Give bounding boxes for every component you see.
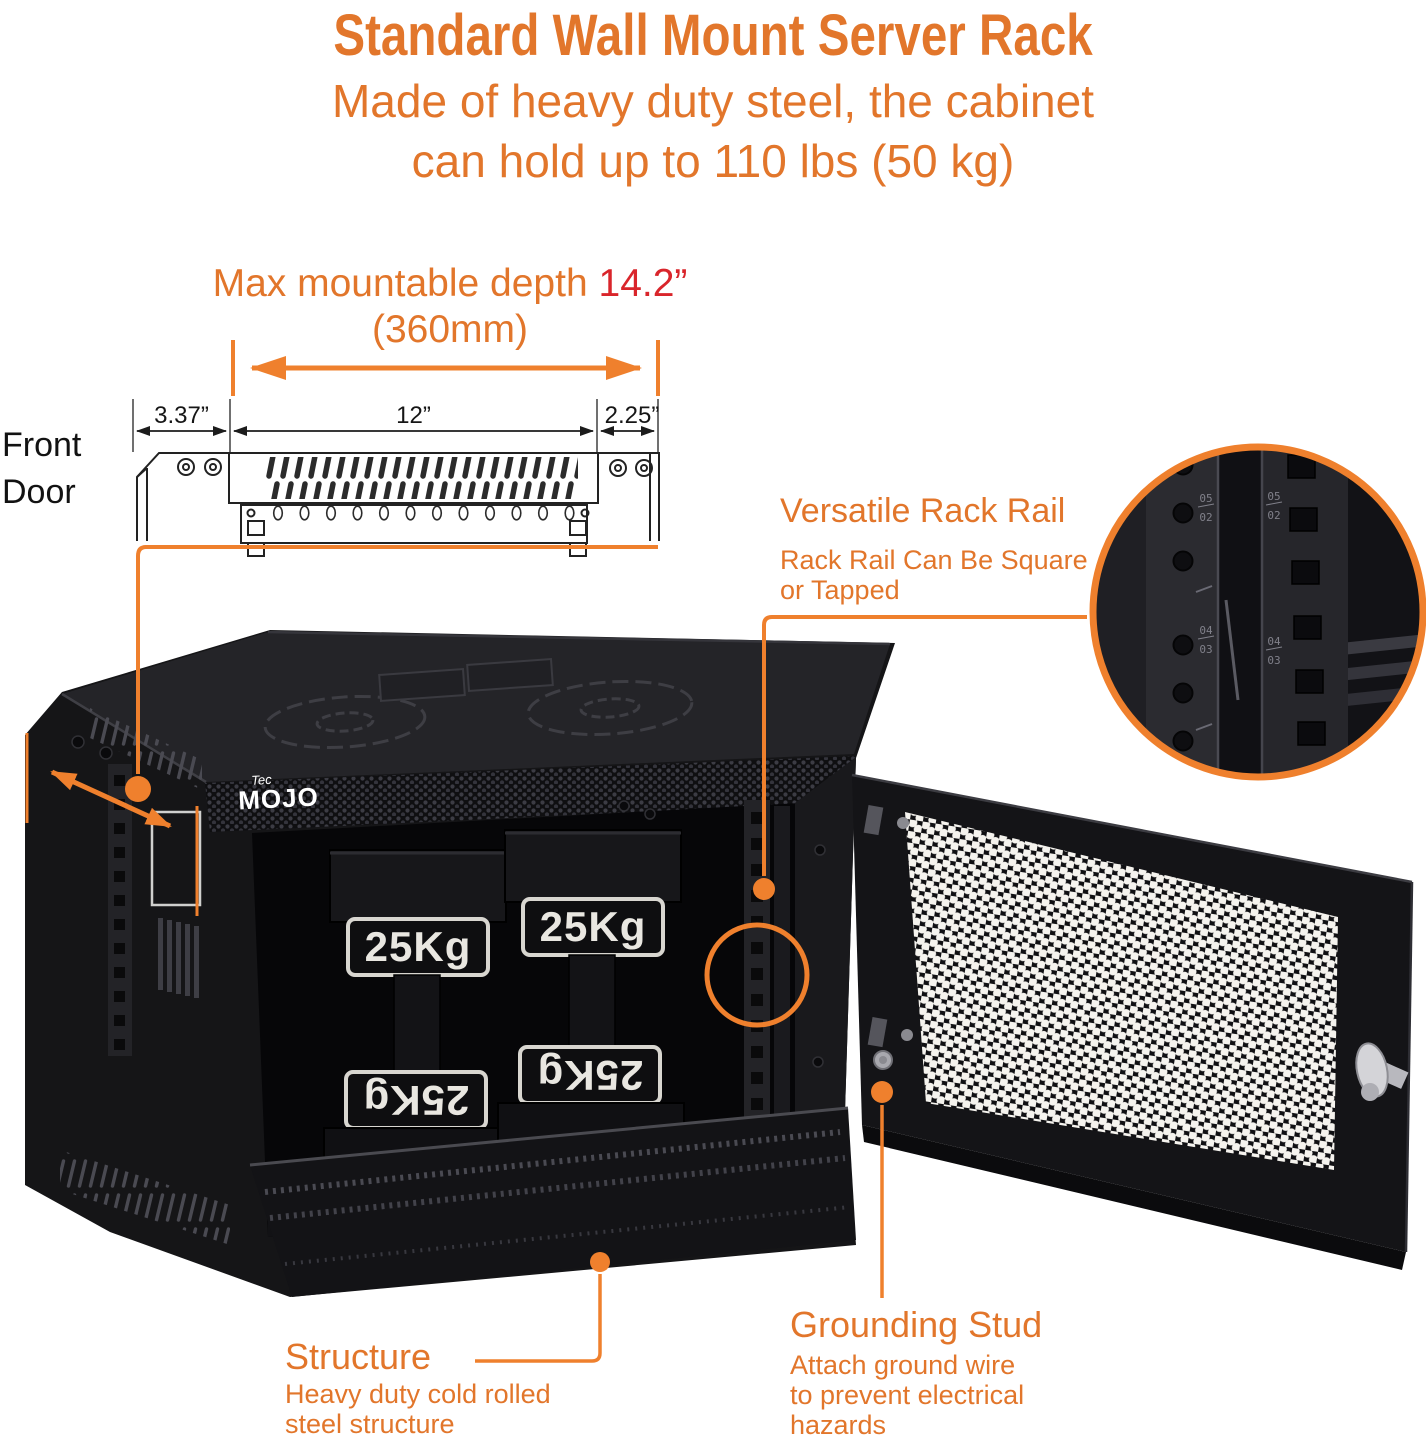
callout-structure-line1: Heavy duty cold rolled <box>285 1379 551 1409</box>
diagram-leader-line <box>136 545 658 774</box>
cabinet-body: Tec MOJO <box>25 630 895 1297</box>
callout-grounding-title: Grounding Stud <box>790 1304 1043 1345</box>
callout-rack-rail-line1: Rack Rail Can Be Square <box>780 545 1088 575</box>
rack-rail-leader-line <box>762 615 1087 876</box>
fan-cutout-right <box>526 679 694 737</box>
cable-knockout-panels <box>378 658 554 702</box>
weight-label-inverted: 25Kg <box>537 1052 644 1099</box>
max-depth-arrow <box>231 340 660 396</box>
weight-label-inverted: 25Kg <box>363 1077 470 1124</box>
rail-marking: 04 <box>1199 624 1213 637</box>
cabinet-screws <box>71 735 826 1068</box>
left-bottom-vent <box>60 1150 230 1245</box>
rail-marking: 03 <box>1199 643 1212 656</box>
weight-label: 25Kg <box>365 923 472 970</box>
cabinet-top-face <box>62 632 890 782</box>
interior-vent-slots <box>158 918 199 998</box>
bottom-front-rail <box>249 1106 856 1297</box>
door-lock <box>1355 1042 1409 1101</box>
door-hinges <box>863 804 913 1048</box>
dimension-label-12: 12” <box>396 402 431 429</box>
callout-leaders <box>25 545 1087 1363</box>
interior-depth-arrow <box>50 769 172 829</box>
rack-rail-leader-dot <box>753 878 775 900</box>
rear-bracket-drawing <box>598 452 660 541</box>
callout-rack-rail-line2: or Tapped <box>780 575 900 605</box>
rail-marking: 03 <box>1267 654 1280 667</box>
chalk-outline-mark <box>150 810 202 907</box>
max-depth-caption: Max mountable depth 14.2” <box>170 262 730 306</box>
weight-label: 25Kg <box>540 903 647 950</box>
brand-logo: Tec MOJO <box>237 772 319 816</box>
front-right-post <box>795 757 856 1197</box>
inset-square-rail: 05 02 04 03 <box>1260 447 1348 777</box>
rack-rail-detail-inset: 05 02 04 03 <box>1089 443 1426 781</box>
dimension-label-2-25: 2.25” <box>604 402 660 429</box>
grounding-stud <box>873 1050 893 1070</box>
page-subtitle-line1: Made of heavy duty steel, the cabinet <box>331 75 1095 127</box>
rail-marking: 02 <box>1199 511 1212 524</box>
max-depth-label: Max mountable depth <box>212 262 588 305</box>
callout-structure-line2: steel structure <box>285 1409 455 1439</box>
max-depth-mm: (360mm) <box>371 308 529 351</box>
vented-body-drawing <box>228 452 599 557</box>
left-top-vent <box>90 708 202 790</box>
technical-top-view-drawing <box>132 399 660 557</box>
brand-logo-top: Tec <box>251 772 273 788</box>
rack-rail-highlight-ring <box>704 922 810 1028</box>
callout-grounding-line1: Attach ground wire <box>790 1350 1016 1380</box>
rail-marking: 05 <box>1267 490 1280 503</box>
mesh-door <box>851 773 1414 1270</box>
dimension-extension-lines <box>132 399 659 452</box>
callout-structure-title: Structure <box>285 1336 432 1377</box>
page-subtitle-line2: can hold up to 110 lbs (50 kg) <box>411 135 1015 187</box>
callout-rack-rail-title: Versatile Rack Rail <box>780 492 1066 530</box>
page-title: Standard Wall Mount Server Rack <box>333 3 1093 68</box>
rail-marking: 05 <box>1199 492 1212 505</box>
callout-grounding-line2: to prevent electrical <box>790 1380 1025 1410</box>
inset-border-ring <box>1089 443 1426 781</box>
callout-grounding-line3: hazards <box>790 1410 887 1440</box>
grounding-leader-dot <box>871 1081 893 1103</box>
rail-marking: 04 <box>1267 635 1281 648</box>
diagram-leader-dot <box>125 776 151 802</box>
brand-logo-main: MOJO <box>237 781 319 815</box>
fan-cutout-left <box>263 694 427 750</box>
front-door-label: Front Door <box>2 426 82 511</box>
front-door-section-drawing <box>136 452 228 541</box>
max-depth-value: 14.2” <box>598 262 688 305</box>
structure-leader-dot <box>590 1252 610 1272</box>
inset-tapped-rail: 05 02 04 03 <box>1146 447 1220 777</box>
rail-marking: 02 <box>1267 509 1280 522</box>
dimension-label-3-37: 3.37” <box>154 402 209 429</box>
structure-leader-line <box>475 1274 602 1363</box>
